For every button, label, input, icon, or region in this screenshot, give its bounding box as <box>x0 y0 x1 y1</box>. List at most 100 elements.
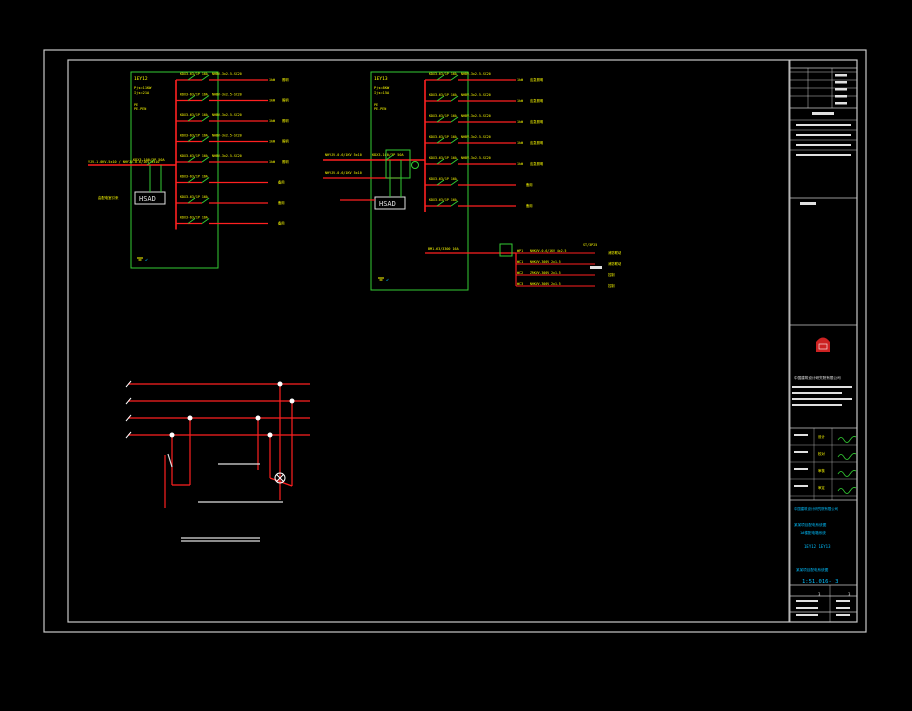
hsad-label: HSAD <box>379 200 396 208</box>
breaker-contact <box>436 200 445 207</box>
breaker-label: KDX3-63/1P 16A <box>429 177 457 181</box>
main-breaker-contact <box>146 159 155 166</box>
breaker-contact <box>436 74 445 81</box>
incoming-cable-label: NHYJV-0.6/1KV 5x10 <box>325 153 362 157</box>
cable-label: NHBV-3x2.5-SC20 <box>461 72 491 76</box>
filled-text-block <box>792 404 842 406</box>
drawing-number: 1:51.016- 3 <box>802 579 838 585</box>
breaker-contact <box>201 74 210 81</box>
filled-text-block <box>794 451 808 453</box>
breaker-contact <box>450 116 459 123</box>
ats-box <box>385 149 411 179</box>
filled-text-block <box>836 600 850 602</box>
title-block-frame <box>789 59 858 623</box>
filled-text-block <box>835 95 847 98</box>
signature-scribble-icon <box>837 487 857 494</box>
filled-text-block <box>794 485 808 487</box>
cable-label: NHBV-3x2.5-SC20 <box>461 114 491 118</box>
bus-ticks <box>125 380 132 439</box>
breaker-contact <box>187 95 196 101</box>
load-label: 备用 <box>278 200 285 205</box>
company-name: 中国建筑设计研究院有限公司 <box>794 375 841 380</box>
special-breaker-label: BM1-63/3300 16A <box>428 247 459 251</box>
special-branch-cable: ZRKVV-300V 2x1.5 <box>530 271 561 275</box>
signature-role: 审核 <box>818 468 825 473</box>
sheet-total: 3 <box>848 592 851 597</box>
switching-schematic <box>128 383 310 508</box>
breaker-contact <box>436 116 445 123</box>
filled-text-block <box>796 144 851 146</box>
switch-blade <box>167 453 173 468</box>
power-label: 1kW <box>517 78 523 82</box>
lamp-symbol <box>274 472 286 484</box>
breaker-label: KDX3-63/1P 16A <box>180 175 208 179</box>
special-branch-cable: NHKVV-300V 2x1.5 <box>530 282 561 286</box>
power-label: 1kW <box>269 78 275 82</box>
special-branch-load: 控制 <box>608 272 615 277</box>
incoming-cable-label: NHYJV-0.6/1KV 5x10 <box>325 171 362 175</box>
relay-box <box>499 243 513 257</box>
signature-scribble-icon <box>837 453 857 460</box>
title-block: 中国建筑设计研究院有限公司设计校对审核审定中国建筑设计研究院有限公司某某项目配电… <box>789 59 858 623</box>
lamp-icon <box>274 472 286 484</box>
breaker-contact <box>450 74 459 81</box>
filled-text-block <box>792 392 842 394</box>
load-label: 照明 <box>282 160 289 164</box>
power-label: 1kW <box>517 141 523 145</box>
breaker-contact <box>436 95 445 102</box>
tick <box>125 380 132 388</box>
breaker-contact <box>201 115 210 122</box>
panel-id: 1EY13 <box>374 76 388 82</box>
breaker-label: KDX3-63/1P 16A <box>429 93 457 97</box>
relay-label: ST/3P25 <box>583 243 597 247</box>
filled-text-block <box>792 398 852 400</box>
breaker-label: KDX3-63/1P 16A <box>429 156 457 160</box>
breaker-contact <box>450 179 459 186</box>
project-line-2: 1#楼配电箱系统 <box>800 530 826 535</box>
breaker-label: KDX3-63/1P 16A <box>180 195 208 199</box>
power-label: 1kW <box>517 162 523 166</box>
filled-text-block <box>835 74 847 77</box>
breaker-contact <box>436 179 445 186</box>
filled-text-block <box>796 134 851 136</box>
source-note: 由配电室引来 <box>98 195 119 200</box>
load-label: 应急照明 <box>530 119 544 124</box>
node <box>277 381 283 387</box>
filled-text-block <box>796 614 818 616</box>
breaker-label: KDX3-63/1P 16A <box>180 154 208 158</box>
breaker-label: KDX3-63/1P 16A <box>180 93 208 97</box>
filled-text-block <box>796 154 851 156</box>
breaker-label: KDX3-63/1P 16A <box>429 114 457 118</box>
breaker-label: KDX3-63/1P 16A <box>429 72 457 76</box>
pen-icon: ⇙ <box>386 277 389 283</box>
special-branch-code: WC3 <box>517 282 523 286</box>
breaker-label: KDX3-63/1P 16A <box>180 216 208 220</box>
schematic-nodes <box>169 381 295 438</box>
cable-label: NHBV-3x2.5-SC20 <box>212 93 242 97</box>
filled-text-block <box>836 607 850 609</box>
filled-text-block <box>800 202 816 205</box>
load-label: 照明 <box>282 78 289 82</box>
incoming-cable-label: YJV-1.0KV-5x10 / NHYJV-0.6/1KV 5x10 <box>88 160 159 164</box>
filled-text-block <box>792 386 852 388</box>
meter-icon <box>411 161 419 169</box>
breaker-contact <box>187 218 196 224</box>
load-label: 备用 <box>526 182 533 187</box>
breaker-contact <box>187 177 196 183</box>
tick <box>125 414 132 422</box>
main-breaker-label: KDX3-100/3P 50A <box>133 158 166 162</box>
cable-label: NHBV-3x2.5-SC20 <box>212 134 242 138</box>
cable-label: NHBV-3x2.5-SC20 <box>212 72 242 76</box>
power-label: 1kW <box>269 119 275 123</box>
special-branch-code: WC2 <box>517 271 523 275</box>
signature-scribble-icon <box>837 470 857 477</box>
company-logo-icon <box>818 343 828 350</box>
drawing-title: 某某项目配电系统图 <box>796 567 829 572</box>
load-label: 应急照明 <box>530 77 544 82</box>
signature-role: 设计 <box>818 434 825 439</box>
tick <box>125 431 132 439</box>
special-branch-code: WC1 <box>517 260 523 264</box>
panel-spec: Pjs=8KW <box>374 86 390 90</box>
